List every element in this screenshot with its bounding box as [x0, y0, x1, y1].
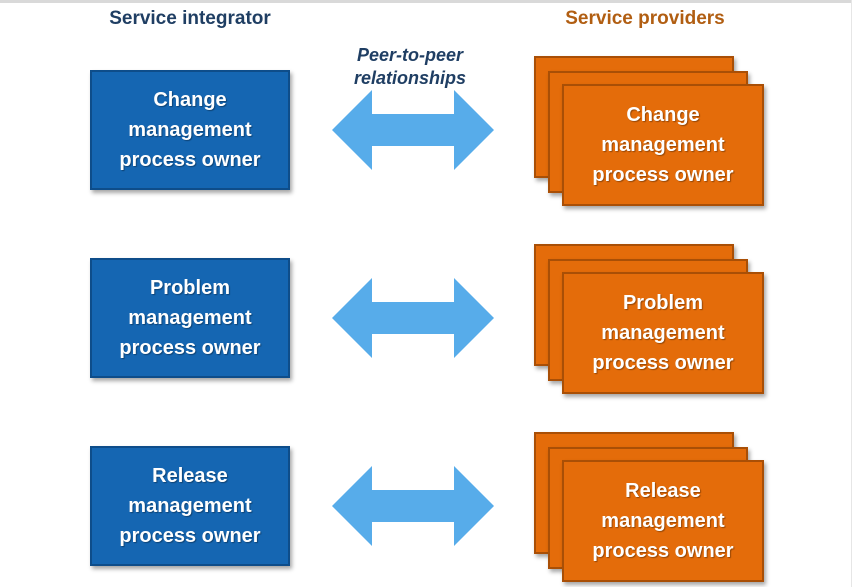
box-line: management	[601, 322, 725, 344]
box-line: management	[601, 510, 725, 532]
box-line: Change	[153, 89, 227, 111]
peer-label-line-2: relationships	[353, 68, 467, 88]
box-line: Release	[152, 465, 228, 487]
double-arrow-icon	[332, 466, 494, 546]
box-line: process owner	[119, 525, 261, 547]
integrator-change-box: Change management process owner	[90, 70, 290, 190]
provider-release-box: Release management process owner	[562, 460, 764, 582]
service-integrator-heading: Service integrator	[109, 8, 271, 29]
peer-label-line-1: Peer-to-peer	[356, 45, 464, 65]
box-line: Problem	[149, 277, 230, 299]
box-line: process owner	[592, 164, 734, 186]
double-arrow-icon	[332, 278, 494, 358]
provider-problem-box: Problem management process owner	[562, 272, 764, 394]
box-line: management	[128, 119, 252, 141]
box-line: management	[601, 134, 725, 156]
box-line: process owner	[119, 149, 261, 171]
box-line: process owner	[119, 337, 261, 359]
box-line: Problem	[622, 292, 703, 314]
top-divider	[0, 0, 852, 3]
peer-to-peer-label: Peer-to-peer relationships	[330, 44, 490, 90]
double-arrow-icon	[332, 90, 494, 170]
box-line: process owner	[592, 540, 734, 562]
box-line: Release	[625, 480, 701, 502]
integrator-release-box: Release management process owner	[90, 446, 290, 566]
service-providers-heading: Service providers	[565, 8, 725, 29]
box-line: Change	[626, 104, 700, 126]
provider-change-box: Change management process owner	[562, 84, 764, 206]
box-line: process owner	[592, 352, 734, 374]
box-line: management	[128, 495, 252, 517]
box-line: management	[128, 307, 252, 329]
integrator-problem-box: Problem management process owner	[90, 258, 290, 378]
